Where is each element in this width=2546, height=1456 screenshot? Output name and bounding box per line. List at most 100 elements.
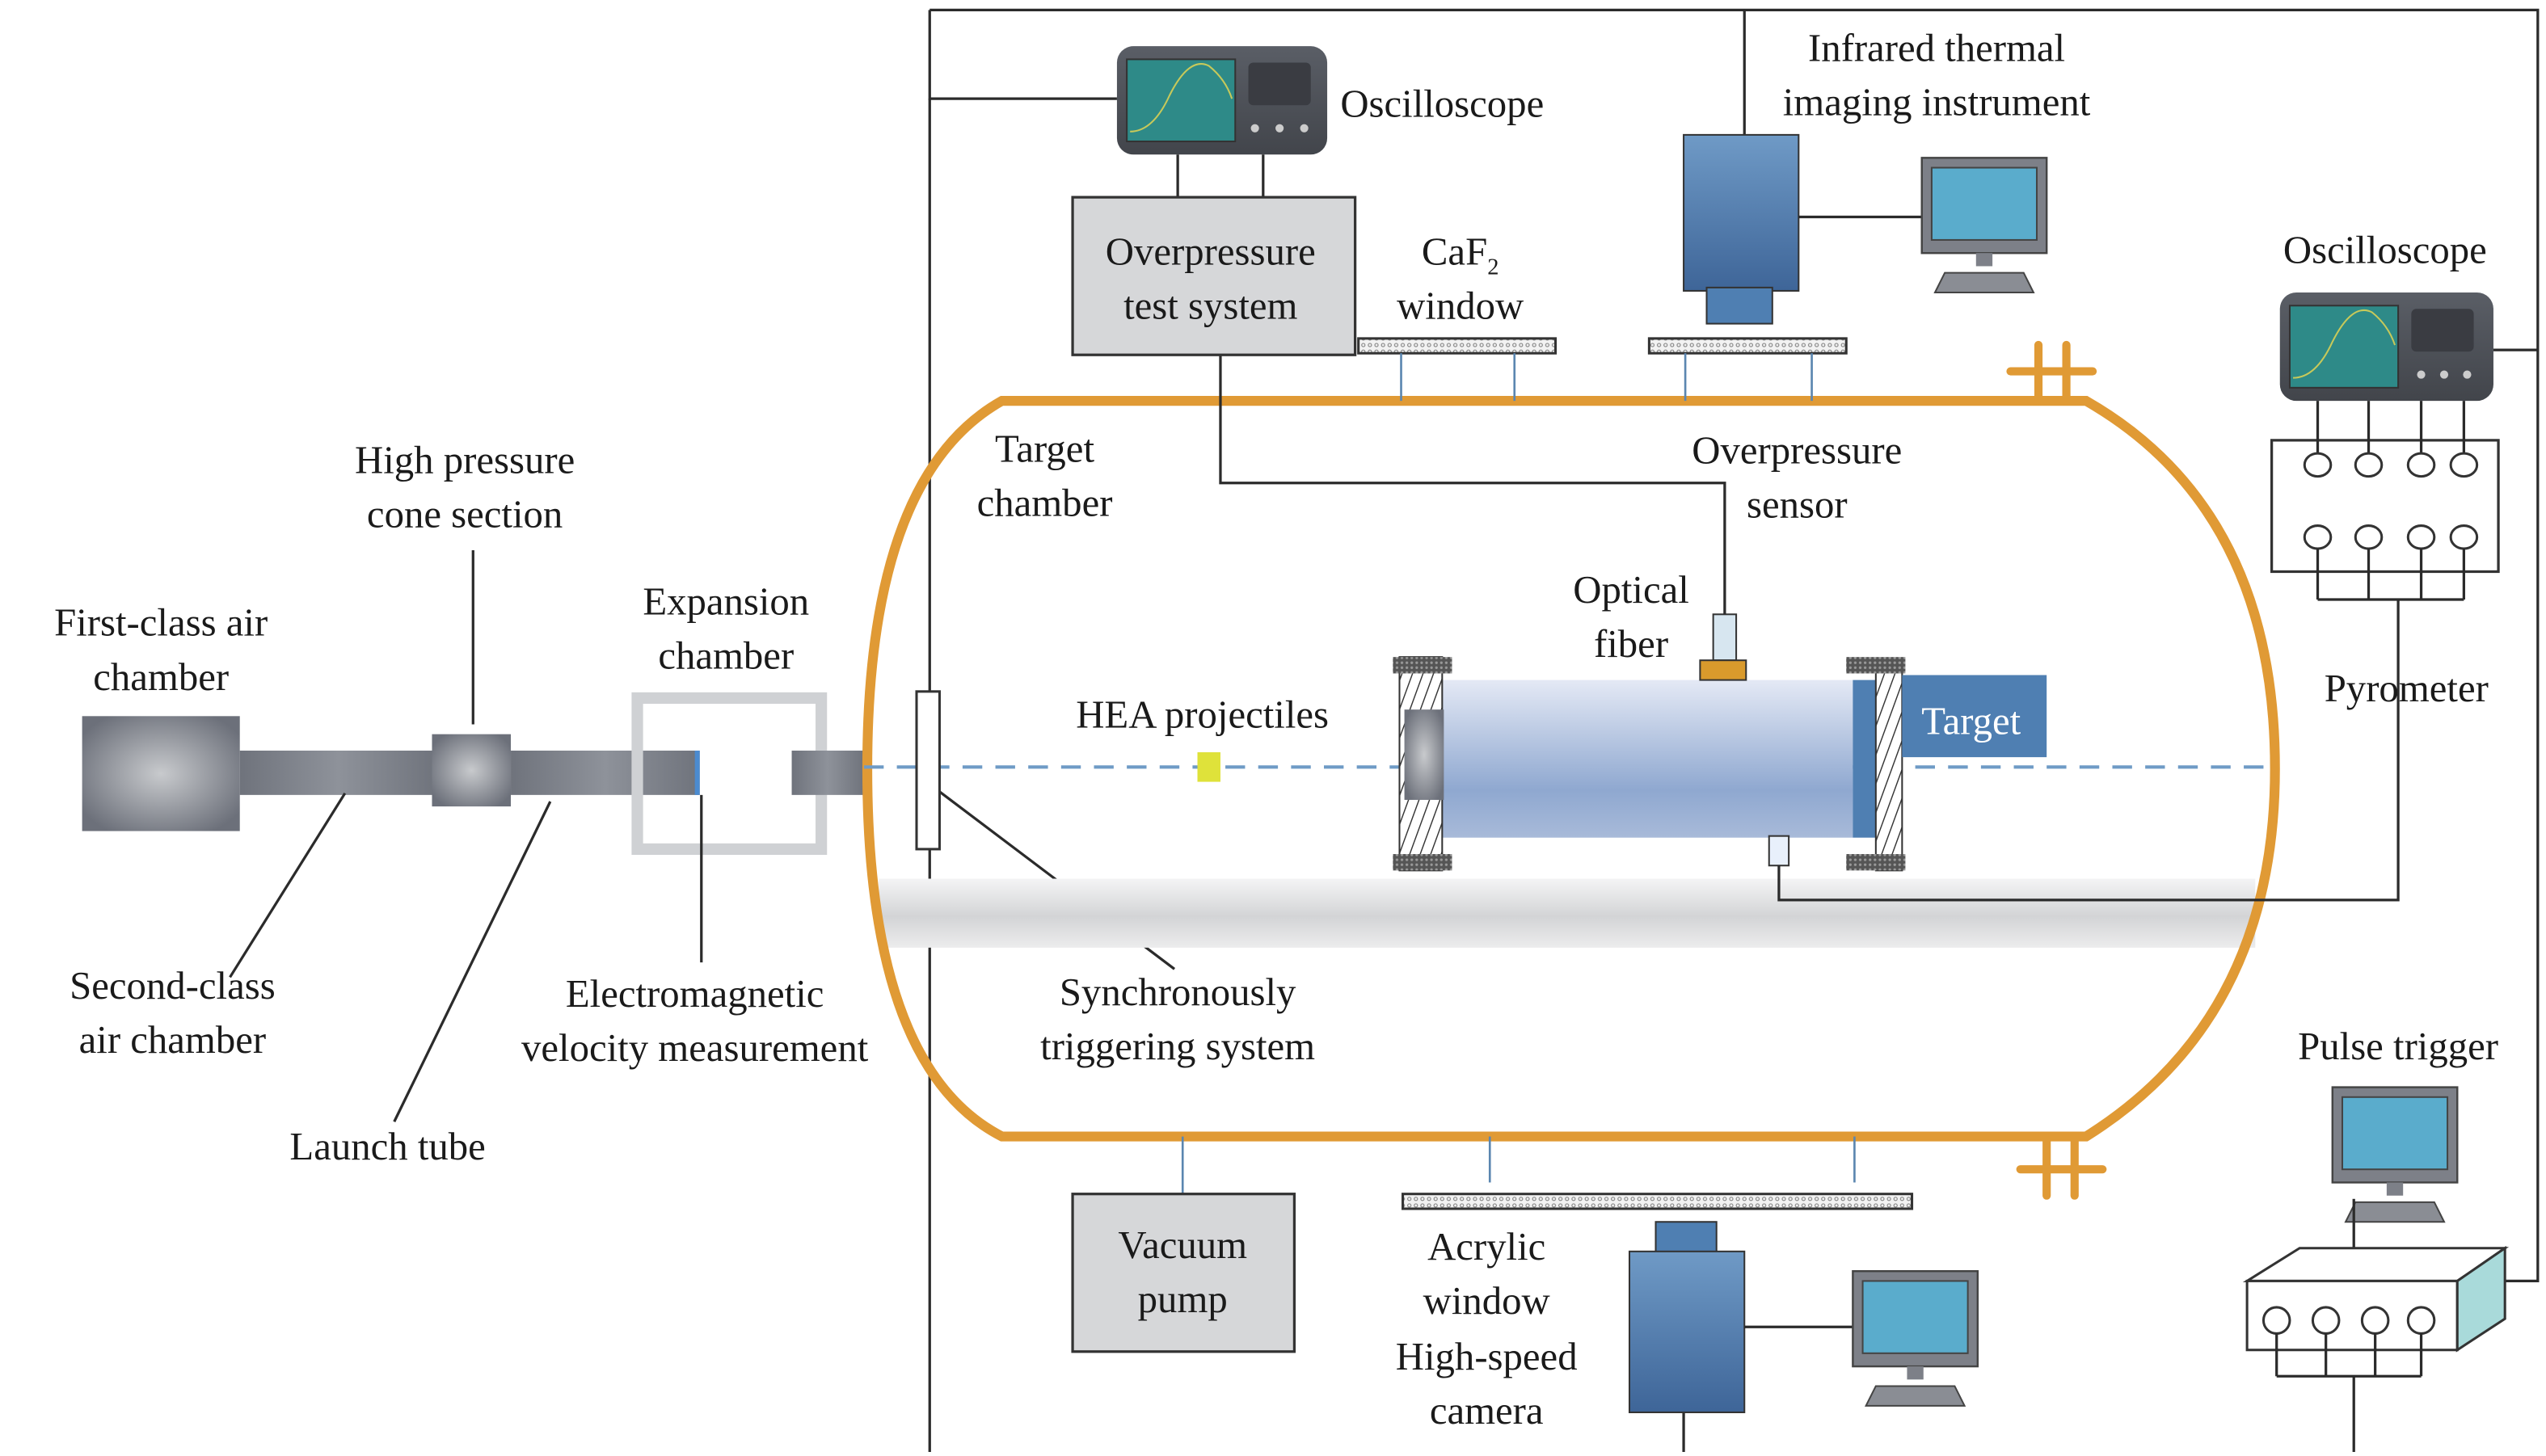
rear-clamp-nut-top — [1846, 657, 1906, 674]
sync-trigger-plate — [915, 690, 941, 851]
pyrometer-port — [2449, 524, 2479, 550]
pyrometer-label: Pyrometer — [2325, 667, 2489, 710]
monitor-screen — [2341, 1096, 2449, 1171]
hea-projectiles-label: HEA projectiles — [1076, 693, 1329, 737]
monitor-screen — [1930, 166, 2038, 241]
oscilloscope-top-link-wire — [928, 10, 1117, 100]
second-class-leader — [229, 792, 347, 978]
keyboard-icon — [2344, 1201, 2446, 1223]
pyrometer-signal-wire — [1777, 600, 2400, 902]
pulse-trigger-port — [2261, 1306, 2291, 1335]
infrared-camera-lens — [1705, 286, 1773, 325]
light-gas-gun — [82, 692, 864, 856]
flange-bottom — [2016, 1132, 2107, 1200]
oscilloscope-right-waveform — [2292, 309, 2396, 379]
velocity-coil-marker — [694, 750, 700, 795]
high-pressure-cone-section-body — [432, 734, 512, 807]
pulse-trigger-monitor-icon — [2331, 1086, 2459, 1223]
monitor-stand — [1907, 1366, 1924, 1380]
support-rail — [879, 878, 2256, 948]
high-speed-camera-monitor-icon — [1852, 1269, 1979, 1407]
oscilloscope-right-keypad — [2411, 309, 2474, 352]
pyrometer-port — [2303, 452, 2333, 478]
rear-clamp-nut-bottom — [1846, 854, 1906, 871]
keyboard-icon — [1933, 271, 2035, 293]
pulse-trigger-label: Pulse trigger — [2298, 1025, 2498, 1068]
launch-tube-leader — [393, 801, 552, 1122]
frame-top-right-wire — [929, 8, 2540, 1283]
oscilloscope-top — [1116, 46, 1328, 198]
launch-tube-body — [511, 750, 700, 795]
oscilloscope-top-knob — [1250, 124, 1259, 133]
overpressure-test-system-box — [1071, 196, 1357, 356]
frame-bottom-wire — [2352, 1376, 2355, 1456]
second-class-air-chamber-tube — [239, 750, 437, 795]
monitor-screen — [1861, 1280, 1969, 1354]
overpressure-signal-wire — [1219, 355, 1726, 615]
pyrometer-port — [2354, 452, 2384, 478]
pulse-trigger-ports — [2261, 1306, 2436, 1378]
pyrometer-port — [2354, 524, 2384, 550]
oscilloscope-right-label: Oscilloscope — [2283, 228, 2487, 271]
oscilloscope-top-knob — [1300, 124, 1309, 133]
target-plate — [1853, 680, 1876, 838]
target-label: Target — [1921, 700, 2021, 743]
launch-tube-exit — [791, 750, 864, 795]
target-holder-cylinder — [1442, 680, 1853, 838]
caf2-window — [1357, 337, 1558, 355]
oscilloscope-top-keypad — [1248, 62, 1311, 106]
launch-tube-label: Launch tube — [289, 1125, 485, 1168]
monitor-stand — [1975, 253, 1993, 267]
oscilloscope-right-knob — [2417, 370, 2426, 379]
oscilloscope-right-knob — [2463, 370, 2472, 379]
pulse-trigger-port — [2311, 1306, 2341, 1335]
high-speed-camera-body — [1628, 1250, 1746, 1413]
flange-top — [2006, 340, 2097, 406]
infrared-camera-body — [1683, 133, 1800, 292]
acrylic-window — [1402, 1193, 1914, 1210]
pyrometer-port — [2406, 452, 2436, 478]
pyrometer-probe — [1768, 835, 1790, 867]
target-chamber — [862, 340, 2280, 1200]
oscilloscope-top-label: Oscilloscope — [1340, 82, 1544, 126]
pyrometer-port — [2406, 524, 2436, 550]
pyrometer-ports — [2303, 401, 2479, 601]
rear-clamp — [1874, 659, 1903, 872]
target-label-box — [1902, 675, 2047, 758]
front-window — [1404, 709, 1444, 800]
caf2-window-label-line2: window — [1397, 284, 1524, 328]
pulse-trigger-port — [2406, 1306, 2436, 1335]
keyboard-icon — [1865, 1385, 1966, 1407]
overpressure-sensor-head — [1699, 659, 1747, 681]
caf2-window-label: CaF2 — [1422, 229, 1499, 280]
pyrometer-port — [2449, 452, 2479, 478]
front-clamp-nut-top — [1393, 657, 1452, 674]
monitor-stand — [2386, 1182, 2404, 1196]
infrared-monitor-icon — [1920, 157, 2048, 293]
pyrometer-port — [2303, 524, 2333, 550]
oscilloscope-right — [2279, 292, 2493, 402]
oscilloscope-top-waveform — [1130, 63, 1233, 133]
target-chamber-outline — [862, 396, 2280, 1142]
pulse-trigger-side — [2455, 1245, 2506, 1353]
optical-fiber-probe — [1712, 613, 1738, 662]
oscilloscope-top-knob — [1275, 124, 1284, 133]
pulse-trigger-port — [2360, 1306, 2390, 1335]
